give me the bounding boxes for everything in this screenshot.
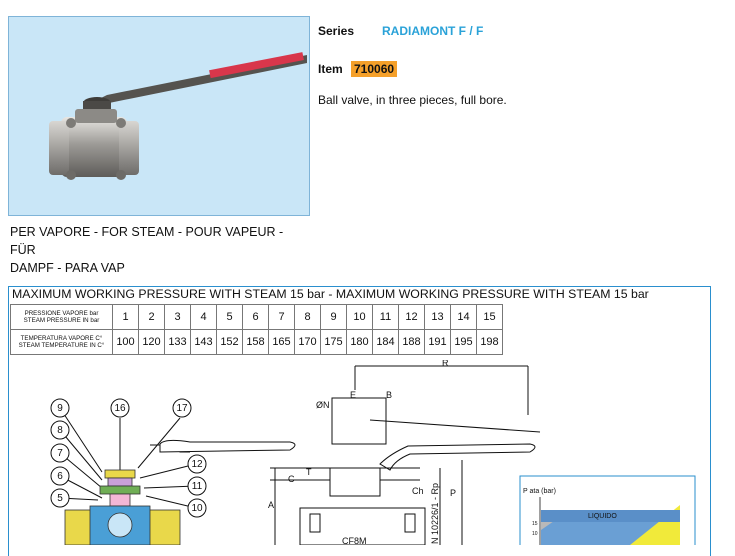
temperature-cell: 175 — [320, 329, 347, 355]
callout-circles: 9 8 7 6 5 16 17 12 11 10 — [50, 398, 207, 518]
temperature-cell: 165 — [268, 329, 295, 355]
temperature-cell: 184 — [372, 329, 399, 355]
dim-a: A — [268, 500, 274, 510]
pressure-table-title: MAXIMUM WORKING PRESSURE WITH STEAM 15 b… — [12, 287, 649, 301]
callout-12: 12 — [191, 459, 203, 470]
dimension-labels: R A C T P Ch CF8M N 10226/1 - Rp ØN B E — [268, 360, 456, 545]
callout-11: 11 — [192, 481, 203, 492]
pressure-cell: 11 — [372, 304, 399, 330]
caption-line-2: DAMPF - PARA VAP — [10, 261, 125, 275]
pressure-cell: 15 — [476, 304, 503, 330]
pressure-temperature-table: PRESSIONE VAPORE bar STEAM PRESSURE IN b… — [10, 304, 503, 355]
dim-cf8m: CF8M — [342, 536, 367, 545]
graph-y-label: P ata (bar) — [523, 488, 556, 495]
product-description: Ball valve, in three pieces, full bore. — [318, 93, 507, 107]
callout-8: 8 — [57, 425, 63, 436]
dim-c: C — [288, 474, 295, 484]
pressure-section — [8, 286, 711, 556]
product-photo — [8, 16, 310, 216]
graph-tick-15: 15 — [532, 521, 538, 527]
dim-b: B — [386, 390, 392, 400]
temperature-cell: 100 — [112, 329, 139, 355]
temperature-row: TEMPERATURA VAPORE C° STEAM TEMPERATURE … — [10, 329, 503, 355]
item-label: Item — [318, 62, 343, 76]
temperature-cell: 152 — [216, 329, 243, 355]
pressure-cell: 8 — [294, 304, 321, 330]
technical-drawing: 9 8 7 6 5 16 17 12 11 10 — [50, 360, 696, 545]
temperature-cell: 133 — [164, 329, 191, 355]
pressure-cell: 1 — [112, 304, 139, 330]
pressure-cell: 7 — [268, 304, 295, 330]
series-value: RADIAMONT F / F — [382, 24, 484, 38]
pressure-row: PRESSIONE VAPORE bar STEAM PRESSURE IN b… — [10, 304, 503, 330]
temperature-cell: 170 — [294, 329, 321, 355]
pressure-cell: 5 — [216, 304, 243, 330]
pressure-cell: 14 — [450, 304, 477, 330]
dim-diameter: ØN — [316, 400, 330, 410]
pressure-cell: 2 — [138, 304, 165, 330]
item-value: 710060 — [351, 61, 398, 77]
pressure-cell: 4 — [190, 304, 217, 330]
series-label: Series — [318, 24, 355, 38]
ball-valve-image — [49, 52, 307, 180]
temperature-cell: 198 — [476, 329, 503, 355]
callout-17: 17 — [176, 403, 188, 414]
dim-t: T — [306, 467, 312, 477]
callout-6: 6 — [57, 471, 63, 482]
pressure-cell: 3 — [164, 304, 191, 330]
temperature-header-it: TEMPERATURA VAPORE C° — [20, 335, 103, 342]
dim-thread: N 10226/1 - Rp — [430, 483, 440, 544]
temperature-cell: 191 — [424, 329, 451, 355]
dim-r: R — [442, 360, 449, 368]
caption-line-1: PER VAPORE - FOR STEAM - POUR VAPEUR - F… — [10, 225, 284, 257]
dim-ch: Ch — [412, 486, 424, 496]
pressure-cell: 10 — [346, 304, 373, 330]
temperature-cell: 188 — [398, 329, 425, 355]
temperature-cell: 180 — [346, 329, 373, 355]
pressure-row-header: PRESSIONE VAPORE bar STEAM PRESSURE IN b… — [10, 304, 113, 330]
callout-16: 16 — [114, 403, 126, 414]
temperature-cell: 120 — [138, 329, 165, 355]
temperature-cell: 158 — [242, 329, 269, 355]
temperature-row-header: TEMPERATURA VAPORE C° STEAM TEMPERATURE … — [10, 329, 113, 355]
temperature-cell: 143 — [190, 329, 217, 355]
graph-liquid-label: LIQUIDO — [588, 513, 617, 520]
temperature-header-en: STEAM TEMPERATURE IN C° — [18, 342, 105, 349]
pressure-cell: 9 — [320, 304, 347, 330]
steam-graph: P ata (bar) LIQUIDO 15 10 — [519, 475, 696, 545]
dimension-view — [270, 365, 541, 545]
steam-caption: PER VAPORE - FOR STEAM - POUR VAPEUR - F… — [10, 223, 310, 277]
pressure-cell: 12 — [398, 304, 425, 330]
exploded-view — [59, 407, 296, 510]
callout-9: 9 — [57, 403, 63, 414]
pressure-header-en: STEAM PRESSURE IN bar — [23, 317, 100, 324]
valve-parts — [64, 469, 181, 545]
callout-5: 5 — [57, 493, 63, 504]
dim-e: E — [350, 390, 356, 400]
dim-p: P — [450, 488, 456, 498]
pressure-cell: 6 — [242, 304, 269, 330]
callout-7: 7 — [57, 448, 63, 459]
graph-tick-10: 10 — [532, 531, 538, 537]
pressure-header-it: PRESSIONE VAPORE bar — [24, 310, 99, 317]
temperature-cell: 195 — [450, 329, 477, 355]
pressure-cell: 13 — [424, 304, 451, 330]
callout-10: 10 — [191, 503, 203, 514]
